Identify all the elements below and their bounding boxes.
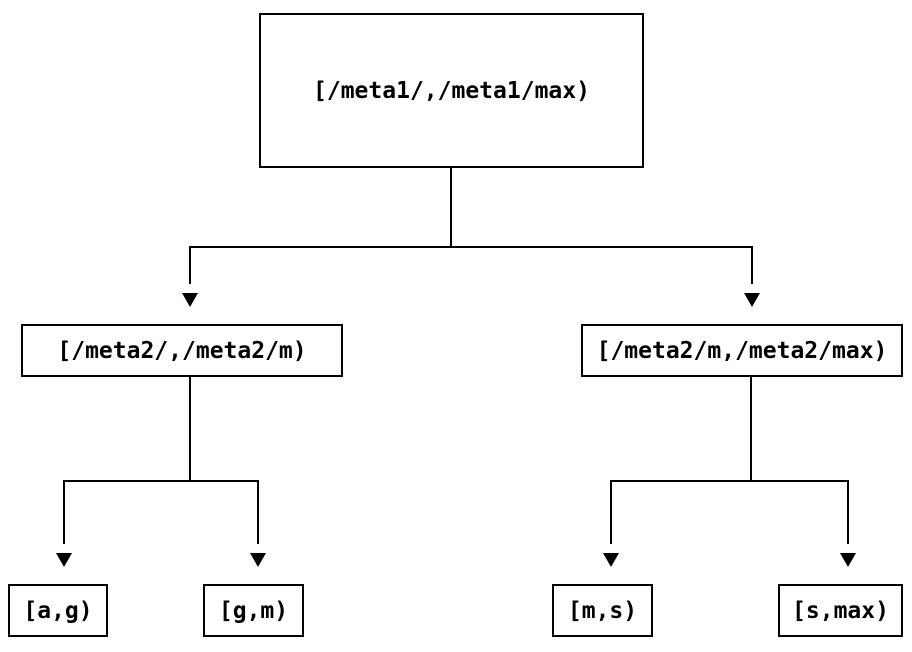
node-right-child-label: [/meta2/m,/meta2/max): [596, 337, 888, 364]
node-leaf-ag: [a,g): [8, 584, 108, 637]
node-leaf-ag-label: [a,g): [23, 597, 93, 624]
arrow-down-icon: [182, 293, 198, 307]
edge-left-leaf-gm: [190, 480, 266, 567]
arrow-down-icon: [603, 553, 619, 567]
edge-root-left: [182, 168, 452, 307]
node-right-child: [/meta2/m,/meta2/max): [581, 324, 903, 377]
node-leaf-gm-label: [g,m): [218, 597, 289, 624]
edge-right-leaf-smax: [751, 480, 856, 567]
node-leaf-gm: [g,m): [203, 584, 304, 637]
node-root-label: [/meta1/,/meta1/max): [313, 77, 590, 104]
edge-right-leaf-ms: [603, 377, 752, 567]
node-leaf-smax: [s,max): [778, 584, 903, 637]
node-leaf-smax-label: [s,max): [792, 597, 889, 624]
node-left-child-label: [/meta2/,/meta2/m): [57, 337, 307, 364]
node-left-child: [/meta2/,/meta2/m): [21, 324, 343, 377]
node-leaf-ms-label: [m,s): [567, 597, 638, 624]
node-leaf-ms: [m,s): [552, 584, 653, 637]
arrow-down-icon: [744, 293, 760, 307]
node-root: [/meta1/,/meta1/max): [259, 13, 644, 168]
arrow-down-icon: [840, 553, 856, 567]
arrow-down-icon: [250, 553, 266, 567]
edge-root-right: [451, 246, 760, 307]
edge-left-leaf-ag: [56, 377, 191, 567]
arrow-down-icon: [56, 553, 72, 567]
